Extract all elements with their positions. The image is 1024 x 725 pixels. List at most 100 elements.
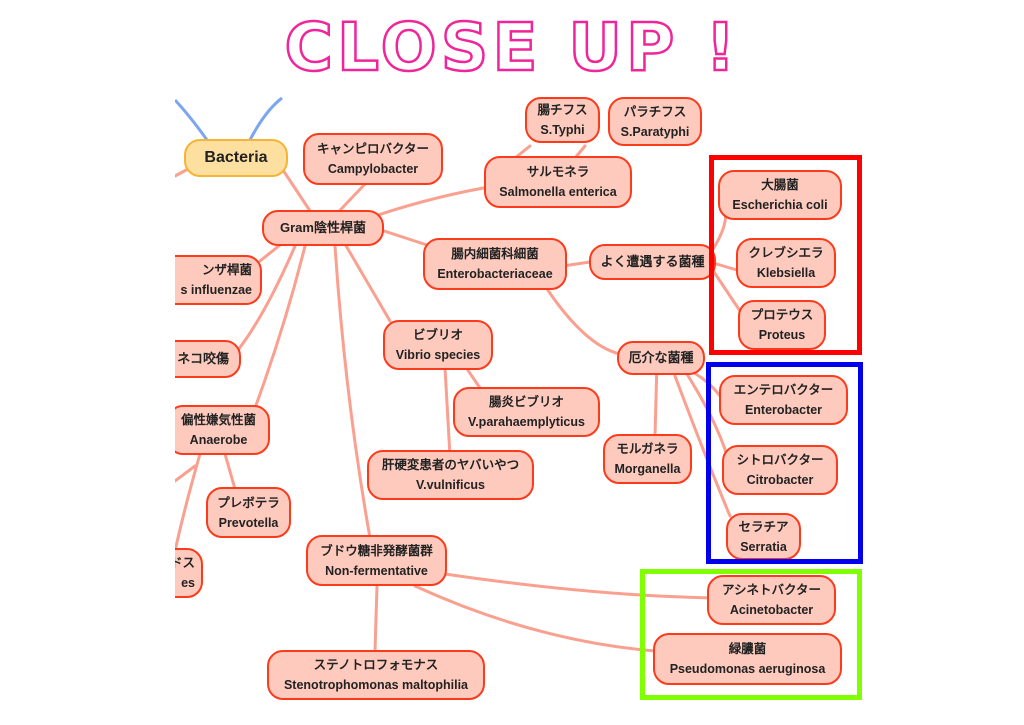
edge: [333, 244, 372, 540]
node-label-ja: クレブシエラ: [748, 246, 824, 260]
highlight-frame-green: [640, 569, 862, 700]
node-label-en: Escherichia coli: [732, 198, 828, 212]
node-label-ja: サルモネラ: [526, 165, 590, 179]
node-citrobacter[interactable]: シトロバクター Citrobacter: [722, 445, 838, 495]
node-label-ja: 偏性嫌気性菌: [180, 413, 256, 427]
node-label-en: S.Paratyphi: [620, 124, 690, 139]
node-bacteria[interactable]: Bacteria: [184, 139, 288, 177]
node-label-en: Acinetobacter: [729, 603, 814, 617]
node-label-en: Citrobacter: [746, 473, 814, 487]
node-influenzae[interactable]: ンザ桿菌 s influenzae: [175, 255, 262, 305]
node-stenotrophomonas[interactable]: ステノトロフォモナス Stenotrophomonas maltophilia: [267, 650, 485, 700]
highlight-frame-blue: [706, 362, 863, 564]
node-label-ja: プレボテラ: [217, 495, 280, 510]
node-troublesome-species[interactable]: 厄介な菌種: [617, 341, 705, 375]
node-label-ja: ブドウ糖非発酵菌群: [320, 543, 433, 558]
edge: [373, 584, 379, 653]
node-label-ja: プロテウス: [750, 308, 814, 322]
highlight-frame-red: [709, 155, 862, 355]
edge: [373, 226, 432, 248]
node-label: ネコ咬傷: [177, 351, 229, 366]
edge: [175, 464, 197, 483]
node-label-ja: 大腸菌: [761, 178, 799, 192]
node-label-ja: エンテロバクター: [733, 383, 834, 397]
edge: [413, 584, 657, 653]
node-acinetobacter[interactable]: アシネトバクター Acinetobacter: [707, 575, 836, 625]
node-anaerobe[interactable]: 偏性嫌気性菌 Anaerobe: [175, 405, 270, 455]
node-label-en: Pseudomonas aeruginosa: [669, 662, 826, 676]
node-campylobacter[interactable]: キャンピロバクター Campylobacter: [303, 133, 443, 185]
node-label-en: Non-fermentative: [325, 563, 428, 578]
node-label-en: Stenotrophomonas maltophilia: [283, 678, 469, 692]
node-v-parahaemolyticus[interactable]: 腸炎ビブリオ V.parahaemplyticus: [453, 387, 600, 437]
node-label: よく遭遇する菌種: [600, 254, 705, 269]
edge: [443, 572, 717, 600]
node-pseudomonas[interactable]: 緑膿菌 Pseudomonas aeruginosa: [653, 633, 842, 685]
edge: [543, 284, 622, 356]
node-klebsiella[interactable]: クレブシエラ Klebsiella: [736, 238, 836, 288]
node-label-ja: パラチフス: [623, 104, 687, 119]
node-label-ja: セラチア: [738, 519, 789, 534]
node-morganella[interactable]: モルガネラ Morganella: [603, 434, 692, 484]
edge: [561, 260, 592, 268]
node-label-en: Prevotella: [218, 515, 279, 530]
node-label-en: V.parahaemplyticus: [468, 415, 585, 429]
edge: [343, 242, 392, 323]
node-enterobacter[interactable]: エンテロバクター Enterobacter: [719, 375, 848, 425]
page-title: CLOSE UP !: [283, 8, 740, 88]
node-label-en: Proteus: [758, 328, 806, 342]
node-label-en: Salmonella enterica: [499, 185, 617, 199]
node-label-ja: ビブリオ: [412, 328, 463, 342]
node-label-en: es: [181, 576, 195, 590]
node-label: 厄介な菌種: [628, 350, 694, 365]
edge: [233, 244, 297, 356]
node-label-ja: 腸チフス: [537, 103, 588, 117]
node-label-en: V.vulnificus: [415, 478, 485, 492]
node-s-paratyphi[interactable]: パラチフス S.Paratyphi: [608, 97, 702, 146]
node-label-ja: 肝硬変患者のヤバいやつ: [381, 458, 520, 472]
edge: [253, 244, 307, 410]
edge: [443, 366, 452, 458]
node-label-en: Klebsiella: [756, 266, 816, 280]
edge: [223, 452, 237, 491]
node-salmonella[interactable]: サルモネラ Salmonella enterica: [484, 156, 632, 208]
mind-map: Bacteria キャンピロバクター Campylobacter Gram陰性桿菌…: [175, 96, 875, 721]
node-escherichia-coli[interactable]: 大腸菌 Escherichia coli: [718, 170, 842, 220]
node-cat-bite[interactable]: ネコ咬傷: [175, 340, 241, 378]
node-non-fermentative[interactable]: ブドウ糖非発酵菌群 Non-fermentative: [306, 535, 447, 586]
node-label-ja: 緑膿菌: [728, 642, 767, 656]
node-label-en: Morganella: [614, 462, 681, 476]
node-label-ja: 腸炎ビブリオ: [488, 395, 564, 409]
node-label-en: Enterobacter: [744, 403, 823, 417]
node-label-ja: 腸内細菌科細菌: [451, 247, 539, 261]
edge: [175, 452, 202, 553]
node-gram-negative[interactable]: Gram陰性桿菌: [262, 210, 384, 246]
node-label-en: Campylobacter: [327, 162, 419, 176]
node-prevotella[interactable]: プレボテラ Prevotella: [206, 487, 291, 538]
node-label: Gram陰性桿菌: [280, 220, 366, 235]
node-label-ja: シトロバクター: [736, 453, 824, 467]
node-label-en: Vibrio species: [395, 348, 481, 362]
edge-to-parent: [175, 98, 209, 141]
node-label-ja: キャンピロバクター: [316, 142, 429, 156]
node-label-ja: ステノトロフォモナス: [313, 658, 439, 672]
edge: [673, 374, 732, 518]
node-label-ja: アシネトバクター: [721, 583, 821, 597]
node-common-species[interactable]: よく遭遇する菌種: [589, 244, 716, 280]
node-label: Bacteria: [204, 149, 268, 166]
node-s-typhi[interactable]: 腸チフス S.Typhi: [525, 97, 600, 143]
node-label-en: S.Typhi: [540, 123, 585, 137]
node-label-ja: モルガネラ: [616, 442, 679, 456]
edge: [373, 184, 497, 218]
node-label-ja: ンザ桿菌: [201, 263, 252, 277]
node-label-en: Anaerobe: [189, 433, 248, 447]
edge-to-parent: [248, 96, 283, 141]
node-label-en: Serratia: [740, 539, 787, 554]
node-v-vulnificus[interactable]: 肝硬変患者のヤバいやつ V.vulnificus: [367, 450, 534, 500]
node-vibrio[interactable]: ビブリオ Vibrio species: [383, 320, 493, 370]
node-label-ja: ドス: [175, 556, 195, 570]
node-proteus[interactable]: プロテウス Proteus: [738, 300, 826, 350]
node-label-en: s influenzae: [180, 283, 252, 297]
node-bacteroides[interactable]: ドス es: [175, 548, 203, 598]
